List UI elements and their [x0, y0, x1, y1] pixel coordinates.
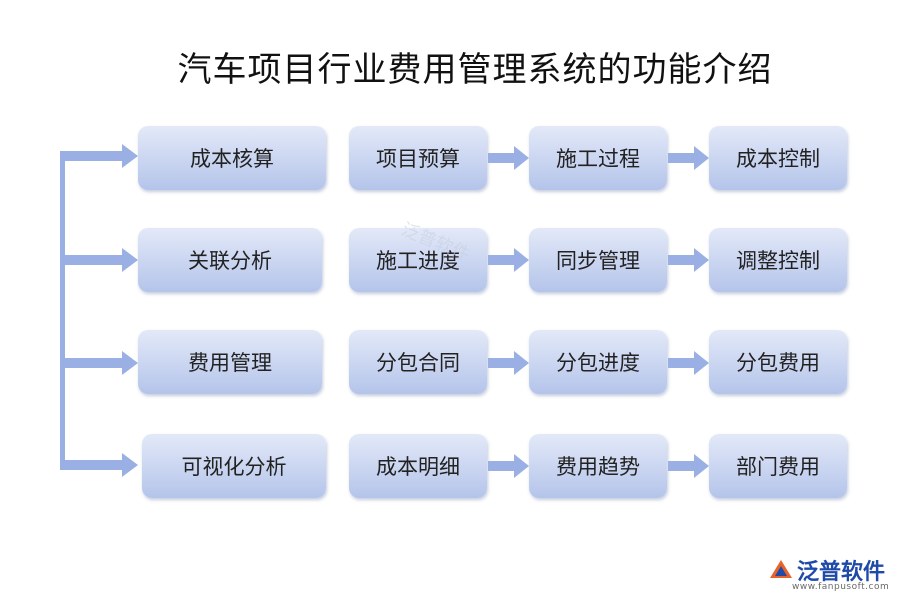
logo-name: 泛普软件 [797, 560, 886, 585]
node-cost-control: 成本控制 [709, 126, 847, 190]
vertical-connector [60, 152, 65, 466]
page-title: 汽车项目行业费用管理系统的功能介绍 [177, 50, 773, 90]
node-adjust-control: 调整控制 [709, 228, 847, 292]
node-subcontract: 分包合同 [349, 330, 487, 394]
node-construction-progress: 施工进度 [349, 228, 487, 292]
node-subcontract-progress: 分包进度 [529, 330, 667, 394]
node-expense-management: 费用管理 [138, 330, 322, 394]
node-department-expense: 部门费用 [709, 434, 847, 498]
logo-icon [770, 560, 792, 578]
bus-arrow-row-3 [60, 351, 138, 375]
node-cost-detail: 成本明细 [349, 434, 487, 498]
arrow-r1-2 [668, 146, 709, 170]
arrow-r2-1 [488, 248, 529, 272]
arrow-r3-2 [668, 351, 709, 375]
arrow-r4-2 [668, 454, 709, 478]
arrow-r4-1 [488, 454, 529, 478]
node-construction-process: 施工过程 [529, 126, 667, 190]
node-cost-accounting: 成本核算 [138, 126, 326, 190]
bus-arrow-row-4 [60, 453, 138, 477]
node-project-budget: 项目预算 [349, 126, 487, 190]
node-sync-management: 同步管理 [529, 228, 667, 292]
arrow-r3-1 [488, 351, 529, 375]
bus-arrow-row-1 [60, 144, 138, 168]
node-visual-analysis: 可视化分析 [142, 434, 326, 498]
logo-url: www.fanpusoft.com [792, 582, 890, 592]
arrow-r1-1 [488, 146, 529, 170]
brand-logo: 泛普软件 [768, 554, 885, 586]
arrow-r2-2 [668, 248, 709, 272]
node-subcontract-expense: 分包费用 [709, 330, 847, 394]
node-expense-trend: 费用趋势 [529, 434, 667, 498]
node-correlation-analysis: 关联分析 [138, 228, 322, 292]
bus-arrow-row-2 [60, 248, 138, 272]
